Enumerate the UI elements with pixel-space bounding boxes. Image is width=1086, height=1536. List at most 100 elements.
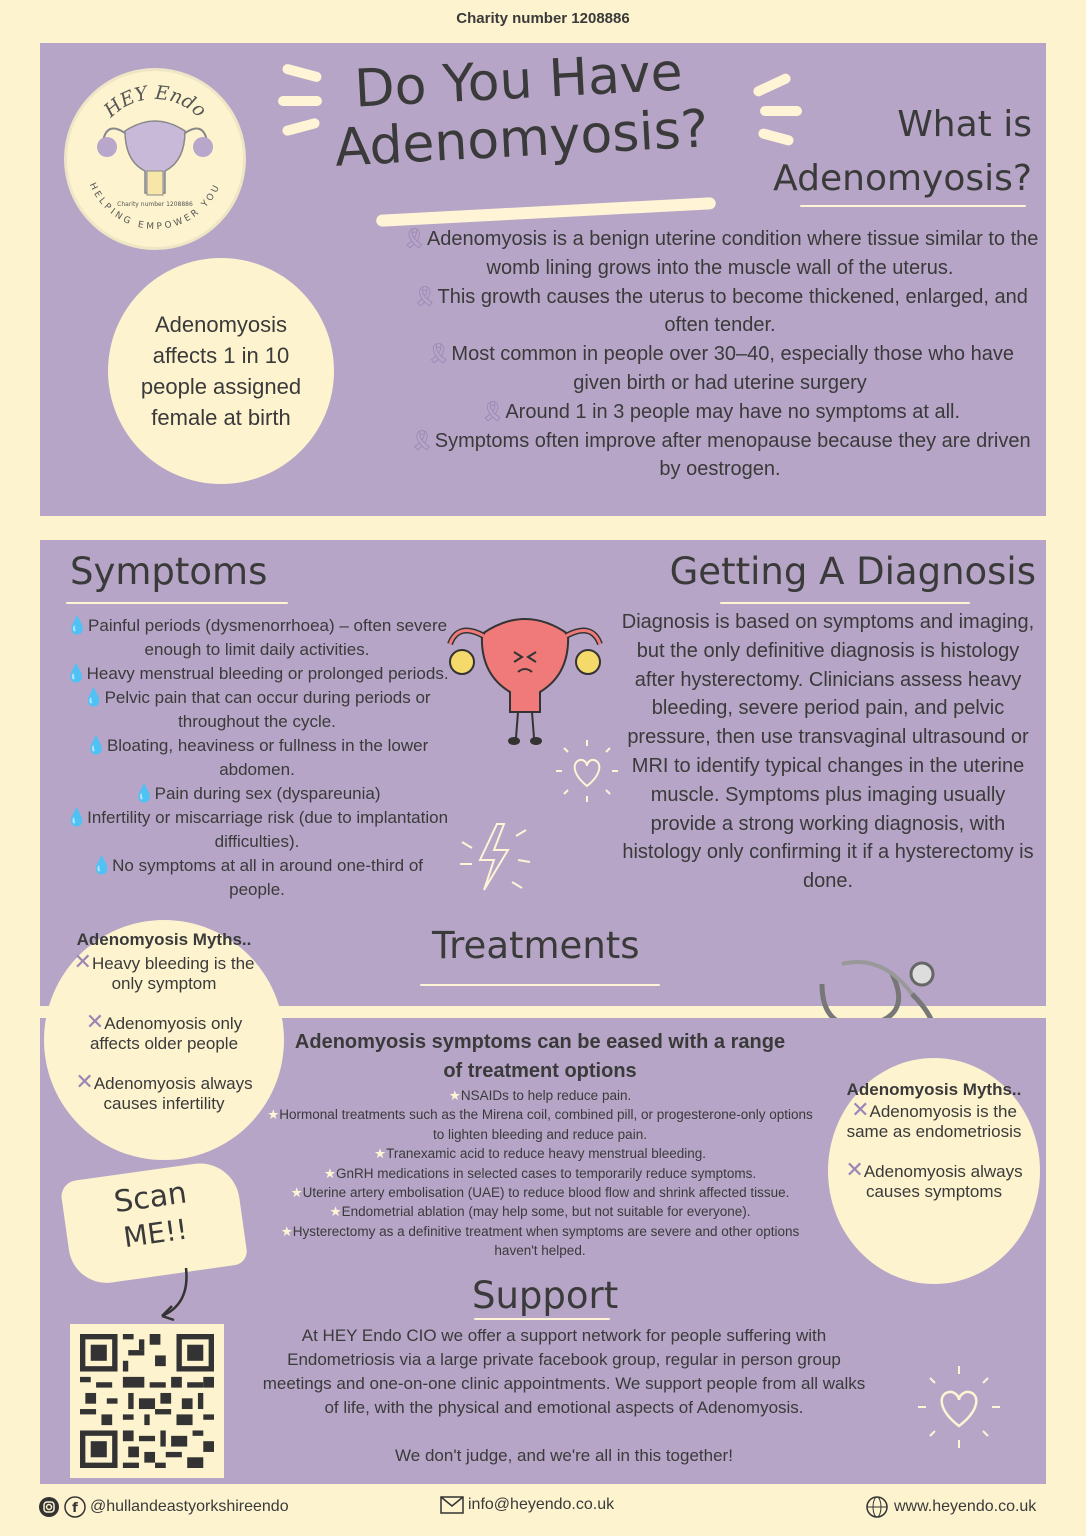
what-is-point: 🎗This growth causes the uterus to become… [412, 285, 1028, 337]
drop-icon: 💧 [133, 784, 155, 803]
support-text: At HEY Endo CIO we offer a support netwo… [262, 1326, 866, 1417]
hey-endo-logo: HEY Endo HELPING EMPOWER YOU Charity num… [64, 68, 246, 250]
awareness-ribbon-icon: 🎗 [401, 228, 427, 250]
list-item: ★Endometrial ablation (may help some, bu… [329, 1204, 751, 1220]
what-is-underline [800, 205, 1026, 207]
myths-left-circle: Adenomyosis Myths.. ✕Heavy bleeding is t… [44, 920, 284, 1160]
star-icon: ★ [280, 1223, 293, 1239]
support-title: Support [472, 1274, 619, 1317]
list-item: ★NSAIDs to help reduce pain. [448, 1088, 632, 1103]
what-is-point: 🎗Symptoms often improve after menopause … [409, 429, 1031, 481]
title-sparkle [278, 96, 322, 106]
list-item: ★Hormonal treatments such as the Mirena … [267, 1107, 813, 1142]
envelope-icon [440, 1496, 464, 1514]
list-item: 💧Pain during sex (dyspareunia) [133, 784, 381, 803]
awareness-ribbon-icon: 🎗 [426, 343, 452, 366]
what-is-point: 🎗Most common in people over 30–40, espec… [426, 343, 1014, 394]
what-is-title: What is Adenomyosis? [742, 98, 1032, 206]
star-icon: ★ [267, 1107, 280, 1123]
awareness-ribbon-icon: 🎗 [479, 400, 506, 423]
diagnosis-underline [720, 602, 970, 604]
svg-text:f: f [72, 1501, 78, 1516]
footer-social[interactable]: f @hullandeastyorkshireendo [38, 1496, 289, 1518]
footer-email[interactable]: info@heyendo.co.uk [440, 1496, 614, 1514]
symptoms-list: 💧Painful periods (dysmenorrhoea) – often… [62, 614, 452, 902]
what-is-title-line2: Adenomyosis? [773, 158, 1032, 199]
star-icon: ★ [323, 1165, 336, 1181]
diagnosis-text: Diagnosis is based on symptoms and imagi… [621, 611, 1035, 893]
page-title: Do You Have Adenomyosis? [297, 41, 742, 180]
star-icon: ★ [290, 1185, 303, 1201]
arrow-icon [161, 1267, 188, 1322]
myths-right-circle: Adenomyosis Myths.. ✕Adenomyosis is the … [828, 1058, 1040, 1284]
awareness-ribbon-icon: 🎗 [409, 429, 435, 452]
charity-number: Charity number 1208886 [456, 10, 630, 27]
drop-icon: 💧 [65, 808, 88, 827]
cross-icon: ✕ [851, 1097, 870, 1122]
star-icon: ★ [373, 1146, 387, 1162]
symptoms-underline [66, 602, 288, 604]
list-item: ★Tranexamic acid to reduce heavy menstru… [373, 1146, 707, 1162]
what-is-point: 🎗Around 1 in 3 people may have no sympto… [479, 400, 961, 423]
drop-icon: 💧 [83, 688, 105, 707]
social-handle[interactable]: @hullandeastyorkshireendo [90, 1498, 289, 1515]
myths-title: Adenomyosis Myths.. [76, 930, 252, 949]
treatments-heading: Adenomyosis symptoms can be eased with a… [294, 1031, 786, 1082]
myth-item: ✕Adenomyosis always causes symptoms [845, 1157, 1023, 1202]
what-is-point: 🎗Adenomyosis is a benign uterine conditi… [401, 228, 1039, 279]
cross-icon: ✕ [73, 949, 92, 974]
svg-text:HEY Endo: HEY Endo [99, 82, 211, 123]
email-link[interactable]: info@heyendo.co.uk [468, 1496, 615, 1513]
cross-icon: ✕ [845, 1157, 864, 1182]
what-is-points: 🎗Adenomyosis is a benign uterine conditi… [400, 225, 1040, 484]
list-item: 💧Pelvic pain that can occur during perio… [83, 688, 431, 731]
drop-icon: 💧 [66, 616, 89, 635]
stat-circle: Adenomyosis affects 1 in 10 people assig… [108, 258, 334, 484]
list-item: 💧Heavy menstrual bleeding or prolonged p… [65, 664, 449, 683]
star-icon: ★ [448, 1088, 461, 1103]
list-item: 💧No symptoms at all in around one-third … [90, 856, 424, 899]
lightning-icon [460, 823, 531, 891]
symptoms-title: Symptoms [70, 550, 268, 593]
support-closing: We don't judge, and we're all in this to… [395, 1446, 733, 1465]
star-icon: ★ [329, 1204, 342, 1220]
myth-item: ✕Heavy bleeding is the only symptom [73, 949, 255, 994]
website-link[interactable]: www.heyendo.co.uk [894, 1498, 1037, 1515]
support-underline [474, 1318, 610, 1320]
drop-icon: 💧 [85, 736, 107, 755]
logo-org-name: HEY Endo [99, 82, 211, 123]
what-is-title-line1: What is [897, 104, 1032, 145]
list-item: 💧Bloating, heaviness or fullness in the … [85, 736, 429, 779]
heart-icon [556, 740, 618, 802]
cross-icon: ✕ [85, 1009, 105, 1034]
treatments-list: ★NSAIDs to help reduce pain. ★Hormonal t… [262, 1086, 818, 1261]
myth-item: ✕Adenomyosis always causes infertility [75, 1069, 253, 1114]
facebook-icon[interactable]: f [64, 1496, 86, 1518]
drop-icon: 💧 [90, 856, 113, 875]
heart-icon [918, 1366, 1000, 1448]
globe-icon [866, 1496, 888, 1518]
myth-item: ✕Adenomyosis is the same as endometriosi… [846, 1097, 1022, 1142]
uterus-character-icon [447, 618, 603, 745]
awareness-ribbon-icon: 🎗 [412, 285, 438, 308]
list-item: ★Hysterectomy as a definitive treatment … [280, 1223, 800, 1259]
drop-icon: 💧 [65, 664, 87, 683]
footer-website[interactable]: www.heyendo.co.uk [864, 1496, 1036, 1518]
list-item: 💧Infertility or miscarriage risk (due to… [65, 808, 449, 851]
list-item: ★GnRH medications in selected cases to t… [323, 1165, 757, 1181]
diagnosis-title: Getting A Diagnosis [669, 550, 1036, 593]
title-sparkle [760, 106, 802, 116]
qr-code-graphic [80, 1334, 214, 1468]
list-item: 💧Painful periods (dysmenorrhoea) – often… [66, 616, 448, 659]
stat-text: Adenomyosis affects 1 in 10 people assig… [140, 312, 302, 430]
logo-graphic: HEY Endo HELPING EMPOWER YOU Charity num… [87, 82, 220, 233]
myths-title: Adenomyosis Myths.. [846, 1080, 1022, 1099]
instagram-icon[interactable] [38, 1496, 60, 1518]
treatments-underline [420, 984, 660, 986]
list-item: ★Uterine artery embolisation (UAE) to re… [290, 1185, 790, 1201]
treatments-title: Treatments [432, 924, 640, 967]
myth-item: ✕Adenomyosis only affects older people [85, 1009, 243, 1054]
logo-charity-number: Charity number 1208886 [117, 201, 193, 208]
cross-icon: ✕ [75, 1069, 94, 1094]
qr-code[interactable] [70, 1324, 224, 1478]
